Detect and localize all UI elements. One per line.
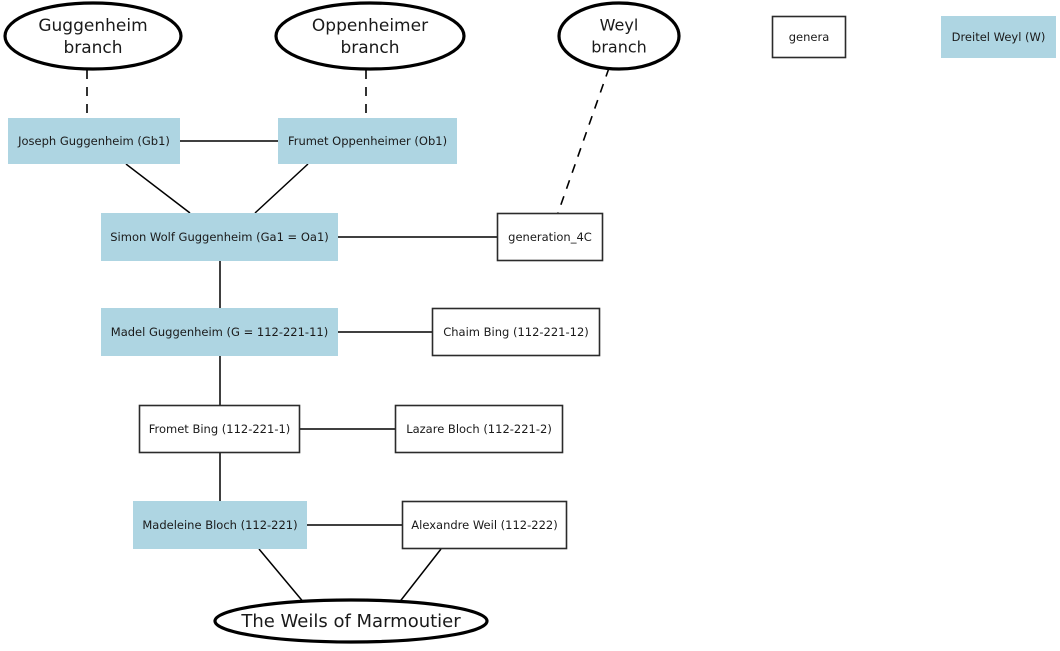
node-legend-dreitel-weyl-label: Dreitel Weyl (W) [952, 30, 1046, 44]
ellipse-weils-of-marmoutier-shape [213, 598, 489, 644]
node-alexandre-weil-shape [401, 500, 568, 550]
edge-madeleine-to-weils-ellipse [258, 548, 306, 605]
node-chaim-bing[interactable]: Chaim Bing (112-221-12) [431, 307, 601, 357]
node-lazare-bloch-shape [394, 404, 564, 454]
node-fromet-bing-shape [138, 404, 301, 454]
ellipse-guggenheim-branch-label-line2: branch [63, 38, 122, 58]
node-madel-guggenheim-shape [101, 308, 338, 356]
node-simon-wolf-guggenheim-shape [101, 213, 338, 261]
node-alexandre-weil[interactable]: Alexandre Weil (112-222) [401, 500, 568, 550]
edge-alexandre-to-weils-ellipse [397, 548, 442, 605]
node-legend-generation-label: genera [789, 30, 830, 44]
node-alexandre-weil-label: Alexandre Weil (112-222) [411, 518, 557, 532]
ellipse-weyl-branch-label-line2: branch [591, 38, 647, 57]
node-joseph-guggenheim-label: Joseph Guggenheim (Gb1) [17, 134, 170, 148]
node-joseph-guggenheim-shape [8, 118, 180, 164]
ellipse-weyl-branch[interactable]: Weyl branch [557, 1, 681, 71]
ellipse-oppenheimer-branch-label-line1: Oppenheimer [312, 16, 428, 36]
node-chaim-bing-label: Chaim Bing (112-221-12) [443, 325, 589, 339]
nodes-layer: GuggenheimbranchOppenheimerbranchWeylbra… [3, 1, 1056, 644]
edge-weyl-branch-to-generation-4c [557, 67, 610, 214]
node-legend-dreitel-weyl-shape [941, 16, 1056, 58]
node-madeleine-bloch-shape [133, 501, 307, 549]
node-joseph-guggenheim[interactable]: Joseph Guggenheim (Gb1) [8, 118, 180, 164]
node-frumet-oppenheimer-label: Frumet Oppenheimer (Ob1) [288, 134, 447, 148]
node-legend-generation[interactable]: genera [771, 15, 847, 59]
ellipse-guggenheim-branch-shape [3, 1, 183, 71]
node-madeleine-bloch-label: Madeleine Bloch (112-221) [142, 518, 297, 532]
node-simon-wolf-guggenheim-label: Simon Wolf Guggenheim (Ga1 = Oa1) [110, 230, 329, 244]
node-fromet-bing-label: Fromet Bing (112-221-1) [149, 422, 291, 436]
ellipse-weils-of-marmoutier[interactable]: The Weils of Marmoutier [213, 598, 489, 644]
node-generation-4c-label: generation_4C [508, 230, 592, 244]
node-frumet-oppenheimer[interactable]: Frumet Oppenheimer (Ob1) [278, 118, 457, 164]
node-lazare-bloch[interactable]: Lazare Bloch (112-221-2) [394, 404, 564, 454]
node-simon-wolf-guggenheim[interactable]: Simon Wolf Guggenheim (Ga1 = Oa1) [101, 213, 338, 261]
node-madel-guggenheim[interactable]: Madel Guggenheim (G = 112-221-11) [101, 308, 338, 356]
node-madeleine-bloch[interactable]: Madeleine Bloch (112-221) [133, 501, 307, 549]
diagram-title: The Weils of Marmoutier [240, 611, 461, 632]
ellipse-oppenheimer-branch-shape [274, 1, 466, 71]
ellipse-weyl-branch-label-line1: Weyl [600, 16, 639, 35]
node-legend-dreitel-weyl[interactable]: Dreitel Weyl (W) [941, 16, 1056, 58]
node-fromet-bing[interactable]: Fromet Bing (112-221-1) [138, 404, 301, 454]
edges-layer [86, 67, 610, 605]
edge-joseph-to-simon-wolf [125, 163, 191, 214]
node-generation-4c-shape [496, 212, 604, 262]
node-madel-guggenheim-label: Madel Guggenheim (G = 112-221-11) [111, 325, 328, 339]
node-chaim-bing-shape [431, 307, 601, 357]
node-legend-generation-shape [771, 15, 847, 59]
node-generation-4c[interactable]: generation_4C [496, 212, 604, 262]
node-lazare-bloch-label: Lazare Bloch (112-221-2) [406, 422, 552, 436]
ellipse-guggenheim-branch-label-line1: Guggenheim [38, 16, 147, 36]
node-frumet-oppenheimer-shape [278, 118, 457, 164]
ellipse-oppenheimer-branch-label-line2: branch [340, 38, 399, 58]
edge-frumet-to-simon-wolf [254, 163, 309, 214]
ellipse-weyl-branch-shape [557, 1, 681, 71]
